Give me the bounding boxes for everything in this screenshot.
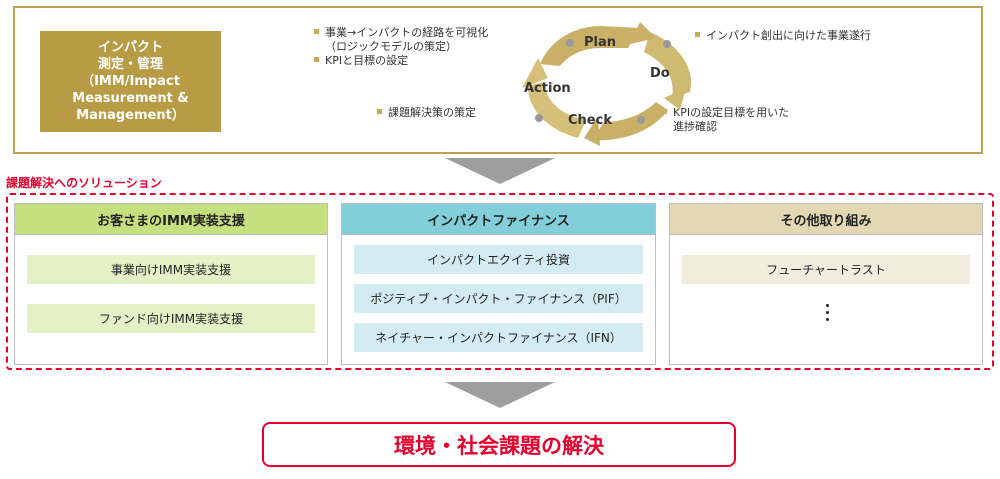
cycle-segment-check: [592, 102, 668, 141]
cycle-segment-action: [528, 82, 586, 138]
solution-column-other: その他取り組み フューチャートラスト: [669, 203, 983, 365]
pdca-check-label: Check: [568, 113, 612, 128]
solution-item: 事業向けIMM実装支援: [27, 255, 315, 284]
solution-item: ネイチャー・インパクトファイナンス（IFN）: [354, 323, 643, 352]
cycle-arrowhead: [664, 88, 686, 110]
impact-measurement-box: インパクト 測定・管理 （IMM/Impact Measurement & Ma…: [40, 31, 221, 132]
down-arrow-icon: [445, 158, 555, 184]
impact-box-line-4: Measurement &: [72, 91, 189, 106]
check-note-text-1: KPIの設定目標を用いた: [673, 106, 790, 119]
cycle-dot: [535, 114, 543, 122]
plan-note-text-1: 事業→インパクトの経路を可視化: [325, 26, 489, 39]
plan-note: 事業→インパクトの経路を可視化 （ロジックモデルの策定） KPIと目標の設定: [314, 26, 488, 68]
plan-note-text-2: KPIと目標の設定: [325, 54, 409, 67]
impact-box-line-2: 測定・管理: [97, 57, 163, 72]
cycle-arrowhead: [630, 22, 656, 44]
down-arrow-icon: [445, 382, 555, 408]
action-note-text: 課題解決策の策定: [388, 106, 476, 119]
pdca-cycle-diagram: Plan Do Action Check: [522, 22, 692, 146]
bullet-icon: [377, 109, 382, 114]
cycle-dot: [663, 40, 671, 48]
solutions-frame: [6, 193, 994, 370]
pdca-do-label: Do: [650, 66, 670, 81]
column-title: お客さまのIMM実装支援: [15, 204, 327, 235]
more-items-ellipsis-icon: [824, 304, 830, 326]
check-note-text-1b: 進捗確認: [673, 120, 717, 133]
pdca-plan-label: Plan: [584, 35, 616, 50]
action-note: 課題解決策の策定: [377, 106, 476, 120]
impact-box-line-3: （IMM/Impact: [81, 74, 180, 89]
cycle-arrowhead: [584, 116, 600, 146]
impact-box-line-5: Management）: [76, 108, 185, 123]
check-note: KPIの設定目標を用いた 進捗確認: [662, 106, 789, 134]
result-box: 環境・社会課題の解決: [262, 422, 736, 467]
bullet-icon: [695, 32, 700, 37]
solution-item: ファンド向けIMM実装支援: [27, 304, 315, 333]
solution-item: フューチャートラスト: [682, 255, 970, 284]
cycle-segment-do: [644, 32, 692, 98]
impact-box-line-1: インパクト: [97, 40, 163, 55]
cycle-dot: [566, 39, 574, 47]
column-title: その他取り組み: [670, 204, 982, 235]
plan-note-text-1b: （ロジックモデルの策定）: [325, 40, 457, 53]
solution-item: ポジティブ・インパクト・ファイナンス（PIF）: [354, 284, 643, 313]
cycle-arrowhead: [522, 58, 548, 88]
cycle-segment-plan: [540, 26, 640, 66]
do-note-text: インパクト創出に向けた事業遂行: [706, 29, 871, 42]
solution-column-impact-finance: インパクトファイナンス インパクトエクイティ投資 ポジティブ・インパクト・ファイ…: [341, 203, 656, 365]
solution-column-imm-support: お客さまのIMM実装支援 事業向けIMM実装支援 ファンド向けIMM実装支援: [14, 203, 328, 365]
solutions-caption: 課題解決へのソリューション: [6, 176, 162, 190]
column-title: インパクトファイナンス: [342, 204, 655, 235]
solution-item: インパクトエクイティ投資: [354, 245, 643, 274]
pdca-action-label: Action: [524, 81, 571, 96]
bullet-icon: [314, 29, 319, 34]
bullet-icon: [314, 57, 319, 62]
cycle-dot: [637, 116, 645, 124]
do-note: インパクト創出に向けた事業遂行: [695, 29, 871, 43]
